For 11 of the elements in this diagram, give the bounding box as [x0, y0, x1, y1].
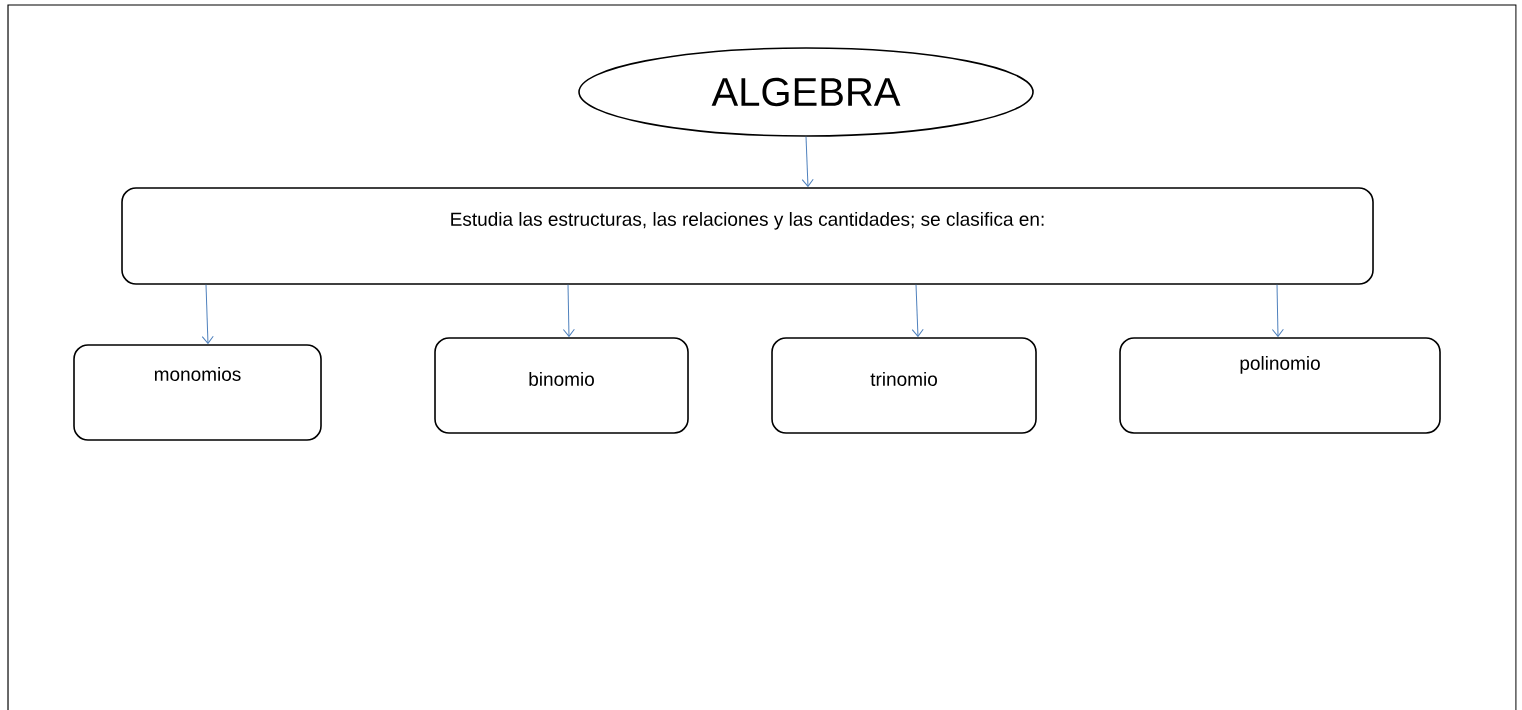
- arrow: [911, 284, 924, 337]
- arrow: [201, 284, 214, 344]
- rounded-box: monomios: [73, 344, 322, 441]
- arrow: [801, 136, 814, 187]
- ellipse-node: ALGEBRA: [578, 47, 1034, 137]
- rounded-box: polinomio: [1119, 337, 1441, 434]
- rounded-box: trinomio: [771, 337, 1037, 434]
- arrow: [1271, 284, 1284, 337]
- arrow: [562, 284, 575, 337]
- rounded-box: Estudia las estructuras, las relaciones y las cantidades; se clasifica en:: [121, 187, 1374, 285]
- rounded-box: binomio: [434, 337, 689, 434]
